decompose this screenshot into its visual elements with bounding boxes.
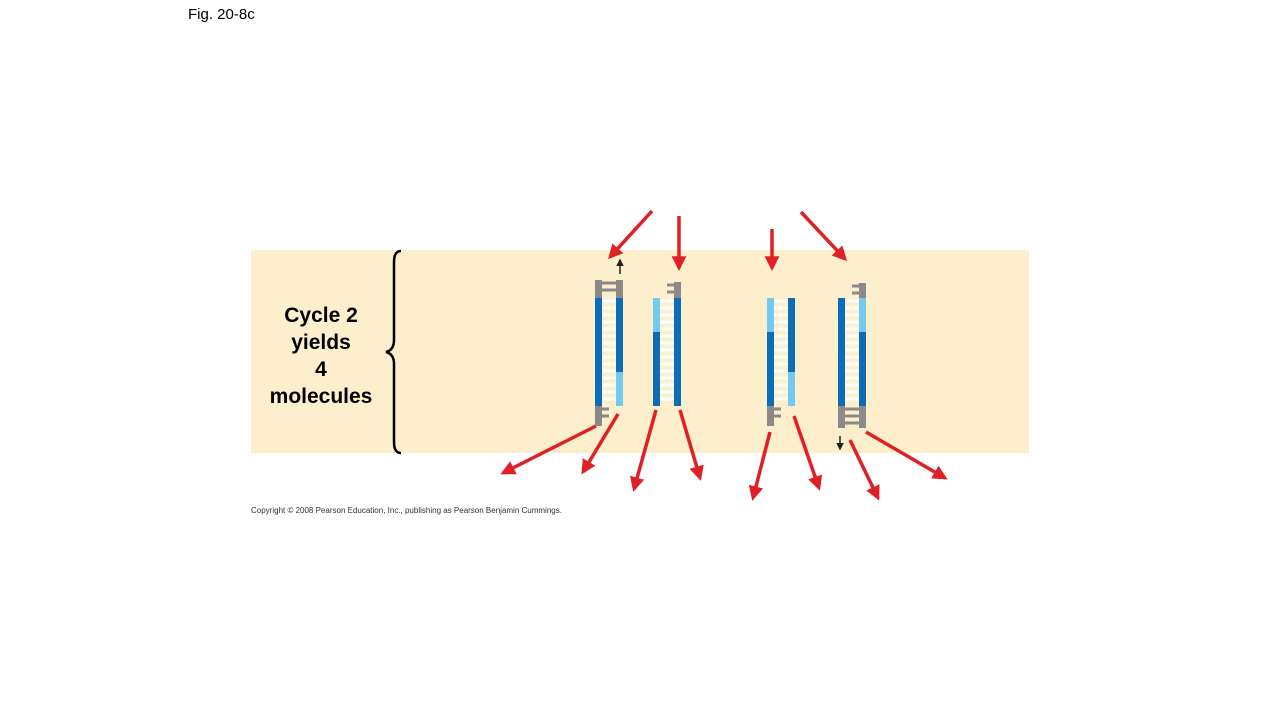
- red-arrow-bottom-3: [630, 409, 658, 492]
- red-arrow-bottom-2: [581, 413, 620, 475]
- cycle-label-line-2: yields: [291, 331, 351, 354]
- cycle-label-line-3: 4: [315, 358, 327, 381]
- red-arrow-bottom-8: [865, 430, 948, 480]
- dna-molecule-4: [838, 283, 866, 428]
- red-arrow-bottom-4: [678, 409, 704, 481]
- red-arrow-top-4: [799, 210, 848, 262]
- red-arrow-top-1: [608, 209, 654, 260]
- dna-molecule-1: [595, 280, 623, 426]
- cycle-label: Cycle 2 yields 4 molecules: [258, 302, 384, 410]
- cycle-label-line-4: molecules: [269, 385, 373, 408]
- dna-molecule-3: [767, 298, 795, 426]
- red-arrow-bottom-7: [848, 439, 880, 501]
- curly-brace: [385, 249, 402, 455]
- cycle-panel: [251, 250, 1029, 453]
- dna-molecule-2: [653, 282, 681, 406]
- cycle-label-line-1: Cycle 2: [284, 304, 358, 327]
- red-arrow-bottom-5: [748, 431, 772, 501]
- copyright-text: Copyright © 2008 Pearson Education, Inc.…: [251, 506, 562, 515]
- figure-label: Fig. 20-8c: [188, 6, 255, 23]
- red-arrow-bottom-6: [792, 415, 823, 491]
- red-arrow-bottom-1: [500, 424, 597, 475]
